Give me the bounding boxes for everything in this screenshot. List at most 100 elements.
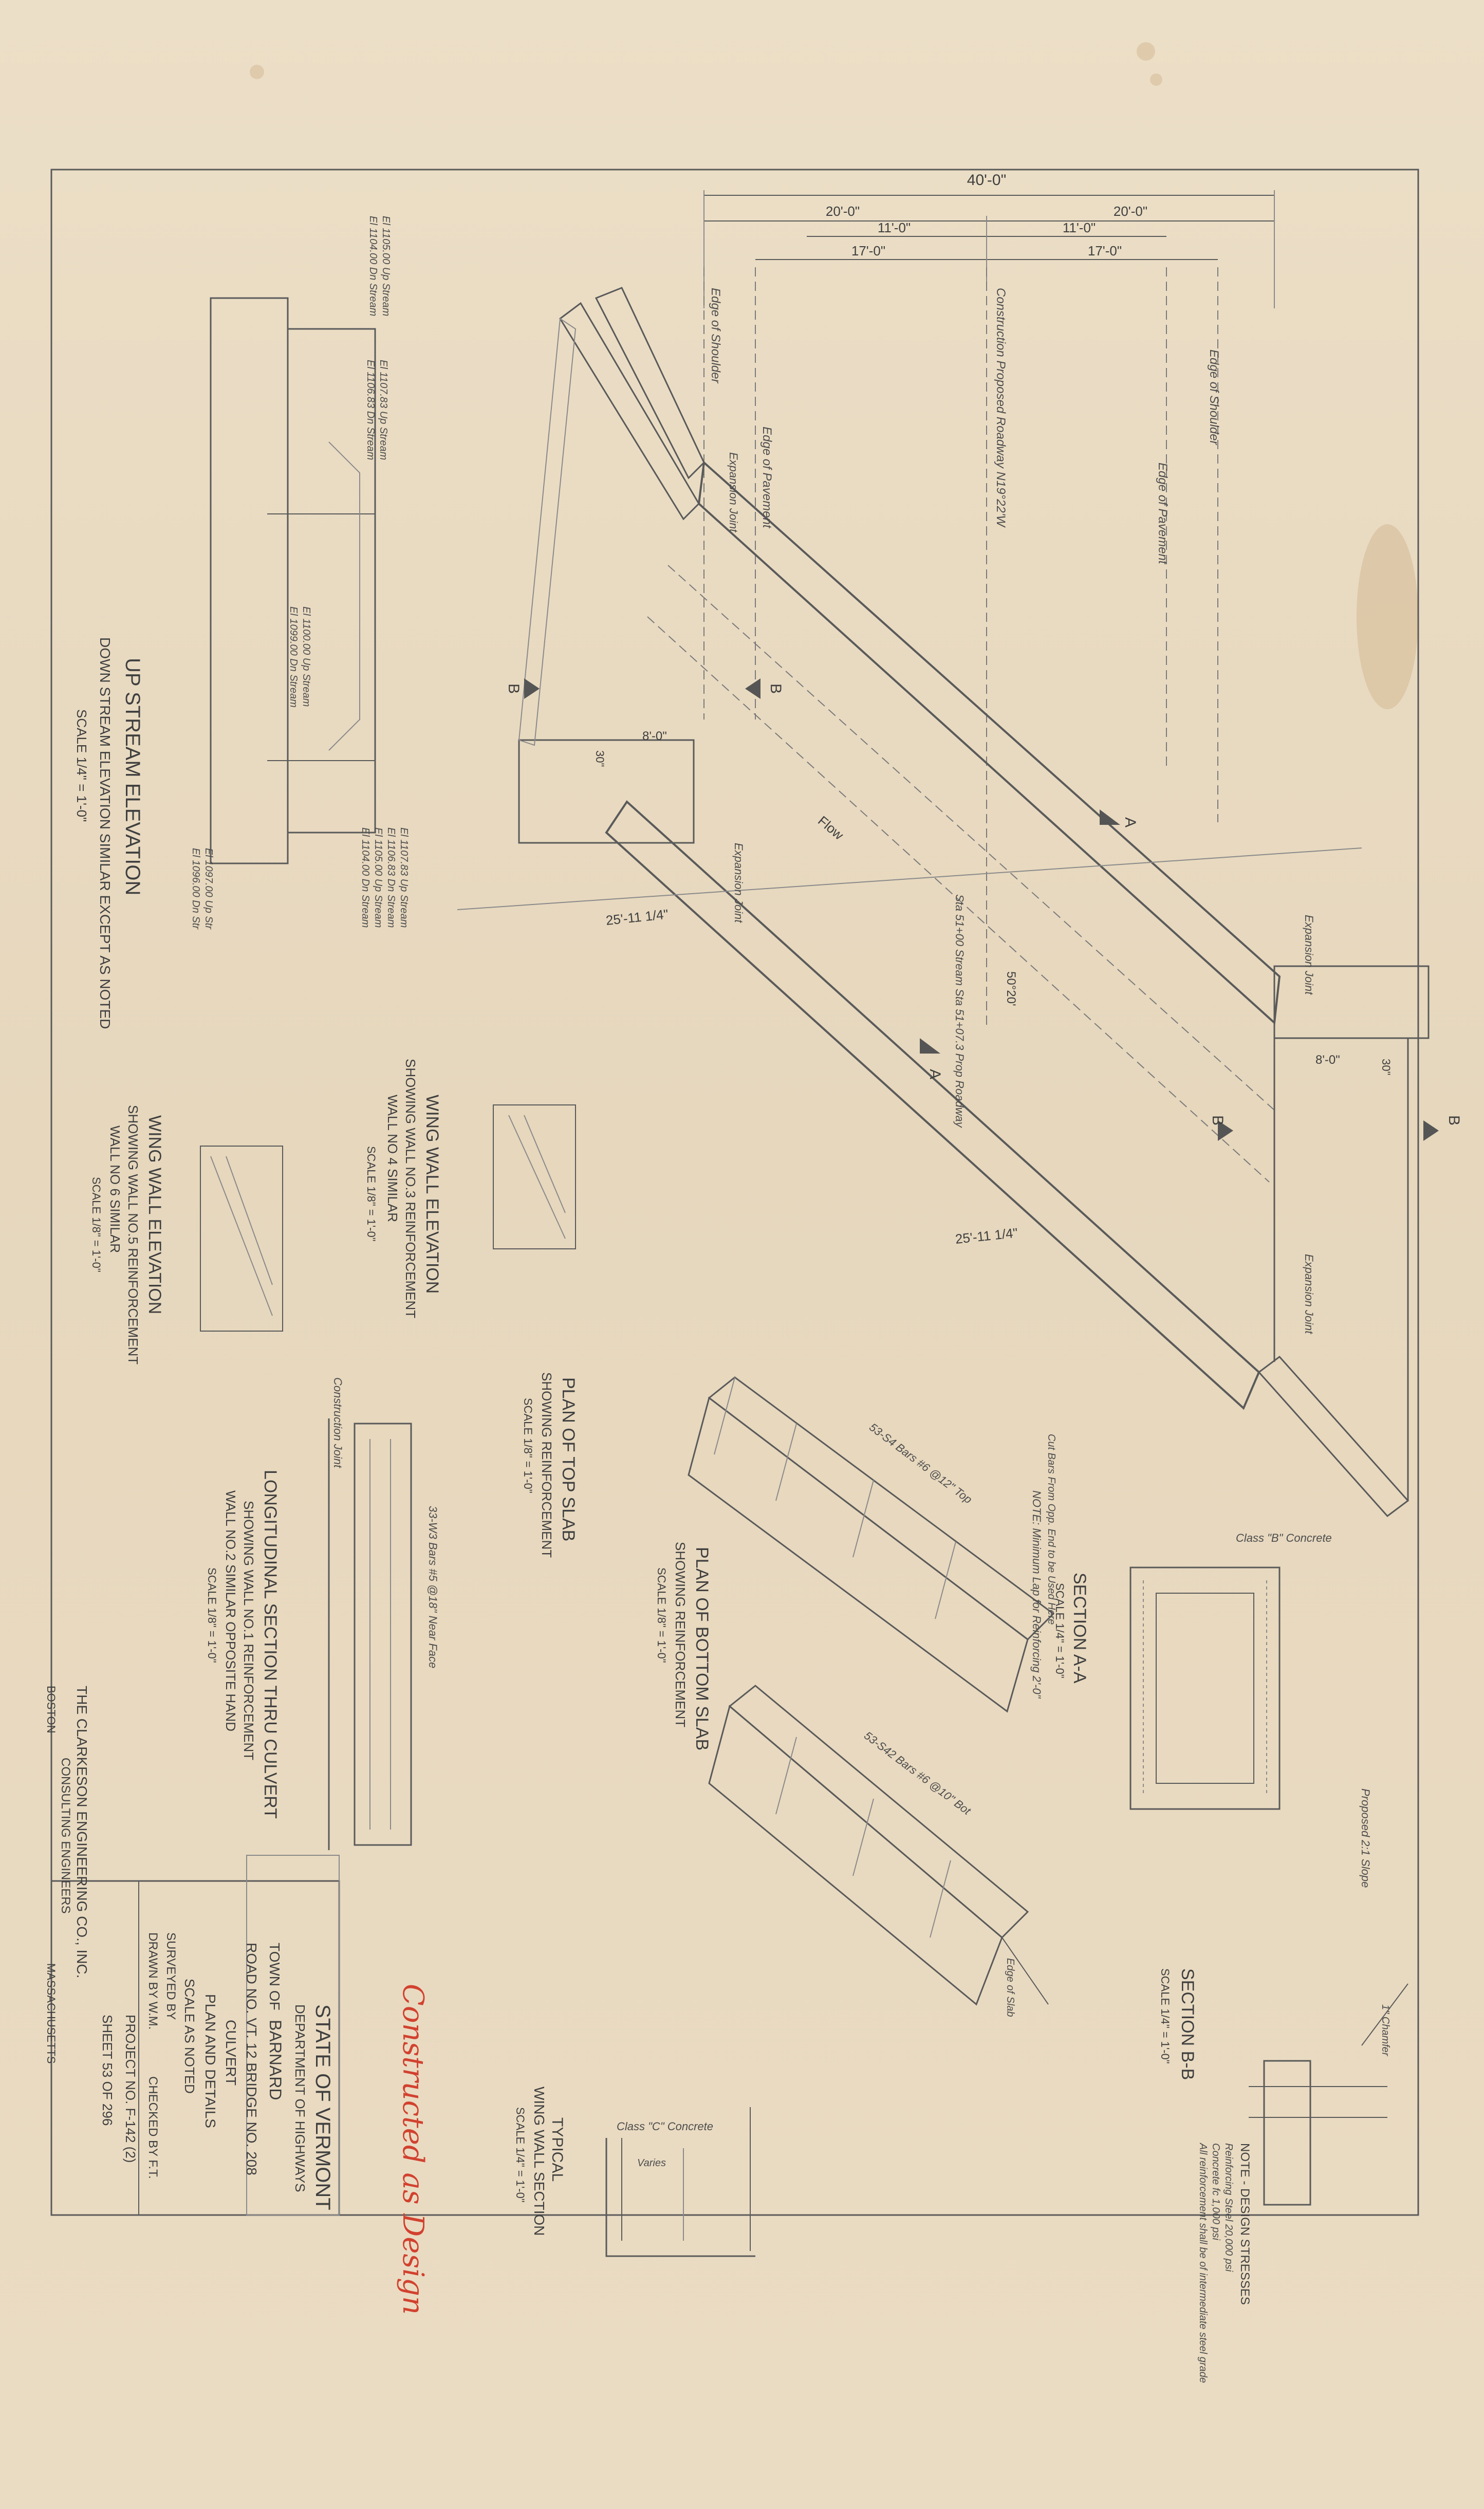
cut-bars-note: Cut Bars From Opp. End to be Used Here: [1046, 1434, 1057, 1625]
dim-left-20: 20'-0": [826, 204, 860, 219]
section-b-b: [1249, 1983, 1408, 2206]
design-stress-title: NOTE - DESIGN STRESSES: [1238, 2143, 1252, 2305]
title-plan: PLAN AND DETAILS: [202, 1994, 218, 2128]
bottom-bars-label: 53-S42 Bars #6 @10" Bot: [862, 1729, 974, 1818]
firm-name: THE CLARKESON ENGINEERING CO., INC.: [74, 1686, 90, 1978]
elev-3: El 1107.83 Up Stream: [378, 360, 389, 460]
long-sub1: SHOWING WALL NO.1 REINFORCEMENT: [241, 1501, 256, 1760]
title-drawn: DRAWN BY W.M.: [146, 1932, 160, 2030]
edge-pavement-right: Edge of Pavement: [1156, 463, 1170, 565]
flow-label: Flow: [815, 813, 847, 843]
section-bb-scale: SCALE 1/4" = 1'-0": [1159, 1968, 1172, 2064]
bottom-slab-plan: [708, 1685, 1049, 2006]
elev-4: El 1106.83 Dn Stream: [365, 360, 376, 460]
firm-city: BOSTON: [45, 1686, 58, 1733]
expansion-joint-label: Expansion Joint: [1303, 915, 1315, 995]
wing3-sub1: SHOWING WALL NO.3 REINFORCEMENT: [403, 1059, 418, 1318]
elev-8: El 1106.83 Dn Stream: [385, 827, 397, 928]
dim-right-11: 11'-0": [1063, 220, 1096, 235]
paper-hole: [1150, 73, 1162, 86]
expansion-joint-label: Expansion Joint: [727, 452, 740, 532]
paper-stain: [1357, 524, 1418, 709]
elev-12: El 1096.00 Dn Str: [190, 848, 201, 930]
proposed-slope-label: Proposed 2:1 Slope: [1359, 1788, 1372, 1888]
elev-10: El 1104.00 Dn Stream: [360, 827, 371, 928]
title-state: STATE OF VERMONT: [311, 2004, 334, 2210]
title-town-label: TOWN OF: [267, 1943, 283, 2010]
long-scale: SCALE 1/8" = 1'-0": [206, 1567, 218, 1663]
wing5-scale: SCALE 1/8" = 1'-0": [90, 1177, 103, 1272]
dim-total: 40'-0": [967, 172, 1006, 189]
wing3-title: WING WALL ELEVATION: [422, 1095, 442, 1294]
typical-title: TYPICAL: [549, 2117, 566, 2182]
typical-sub: WING WALL SECTION: [531, 2087, 547, 2236]
title-surveyed: SURVEYED BY: [164, 1932, 178, 2020]
sheet-border: [50, 169, 1419, 2216]
long-title: LONGITUDINAL SECTION THRU CULVERT: [261, 1470, 280, 1819]
title-project: PROJECT NO. F-142 (2): [123, 2015, 138, 2163]
top-slab-title: PLAN OF TOP SLAB: [559, 1377, 578, 1541]
section-aa-note: NOTE: Minimum Lap for Reinforcing 2'-0": [1030, 1490, 1043, 1699]
elev-1: El 1105.00 Up Stream: [380, 216, 392, 316]
station-label: Sta 51+00 Stream Sta 51+07.3 Prop Roadwa…: [953, 894, 966, 1129]
upstream-elevation: [210, 297, 376, 864]
bottom-slab-title: PLAN OF BOTTOM SLAB: [692, 1547, 712, 1750]
wing5-title: WING WALL ELEVATION: [145, 1115, 164, 1314]
dim-left-17: 17'-0": [851, 243, 885, 259]
skew-angle: 50°20': [1004, 971, 1018, 1006]
title-town: BARNARD: [266, 2020, 285, 2100]
constructed-stamp: Constructed as Design: [396, 1984, 430, 2315]
dim-right-20: 20'-0": [1114, 204, 1147, 219]
longitudinal-section: [328, 1418, 412, 1850]
paper-hole: [1137, 42, 1155, 61]
construction-line-label: Construction Proposed Roadway N19°22'W: [994, 288, 1008, 528]
long-sub2: WALL NO.2 SIMILAR OPPOSITE HAND: [223, 1490, 238, 1731]
elev-11: El 1097.00 Up Str: [203, 848, 214, 930]
dim-30-b: 30": [1380, 1059, 1393, 1075]
section-b-marker: B: [1445, 1115, 1462, 1126]
length-a: 25'-11 1/4": [605, 906, 669, 928]
edge-slab-label: Edge of Slab: [1005, 1958, 1016, 2017]
top-bars-label: 53-S4 Bars #6 @12" Top: [867, 1420, 974, 1506]
dim-8-b: 8'-0": [1315, 1053, 1340, 1067]
edge-pavement-left: Edge of Pavement: [760, 427, 774, 529]
typical-wing-wall-section: [605, 2107, 755, 2257]
section-a-marker: A: [926, 1069, 943, 1079]
section-a-a: [1129, 1566, 1281, 1810]
length-b: 25'-11 1/4": [954, 1225, 1018, 1247]
class-b-label: Class "B" Concrete: [1236, 1532, 1332, 1544]
dim-left-11: 11'-0": [878, 220, 911, 235]
bottom-slab-sub: SHOWING REINFORCEMENT: [673, 1542, 688, 1727]
plan-view: [457, 190, 1439, 1518]
title-road: ROAD NO. VT. 12 BRIDGE NO. 208: [244, 1943, 259, 2175]
edge-shoulder-left: Edge of Shoulder: [709, 288, 722, 383]
title-department: DEPARTMENT OF HIGHWAYS: [292, 2004, 308, 2192]
firm-role: CONSULTING ENGINEERS: [59, 1758, 72, 1914]
design-stress-3: All reinforcement shall be of intermedia…: [1197, 2143, 1209, 2383]
upstream-title: UP STREAM ELEVATION: [121, 658, 144, 895]
wing3-sub2: WALL NO 4 SIMILAR: [385, 1095, 400, 1222]
firm-state: MASSACHUSETTS: [45, 1963, 58, 2064]
bottom-slab-scale: SCALE 1/8" = 1'-0": [655, 1567, 668, 1663]
section-a-marker: A: [1122, 817, 1139, 827]
elev-2: El 1104.00 Dn Stream: [367, 216, 379, 316]
chamfer-label: 1" Chamfer: [1380, 2004, 1391, 2057]
title-checked: CHECKED BY F.T.: [146, 2076, 160, 2179]
wing-wall-3: [493, 1104, 576, 1249]
paper-hole: [250, 65, 264, 79]
design-stress-1: Reinforcing Steel 20,000 psi: [1223, 2143, 1234, 2272]
top-slab-scale: SCALE 1/8" = 1'-0": [522, 1398, 534, 1493]
elev-9: El 1105.00 Up Stream: [373, 827, 384, 928]
wing3-scale: SCALE 1/8" = 1'-0": [365, 1146, 378, 1242]
wing5-sub1: SHOWING WALL NO.5 REINFORCEMENT: [125, 1105, 141, 1364]
section-bb-title: SECTION B-B: [1178, 1968, 1197, 2080]
expansion-joint-label: Expansion Joint: [1303, 1254, 1315, 1334]
upstream-note: DOWN STREAM ELEVATION SIMILAR EXCEPT AS …: [97, 637, 113, 1029]
section-aa-scale: SCALE 1/4" = 1'-0": [1053, 1583, 1066, 1678]
dim-right-17: 17'-0": [1088, 243, 1122, 259]
title-structure: CULVERT: [223, 2020, 239, 2086]
near-face-bars: 33-W3 Bars #5 @18" Near Face: [426, 1506, 439, 1668]
wing-wall-5: [200, 1146, 283, 1332]
